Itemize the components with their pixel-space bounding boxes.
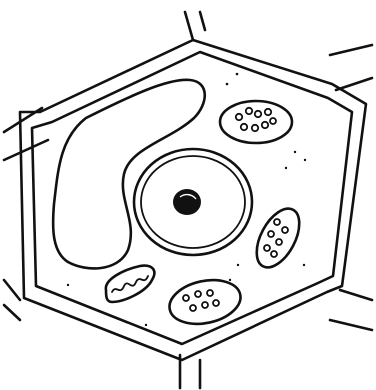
chloroplast: [220, 101, 292, 143]
mitochondrion: [106, 266, 155, 302]
nucleus: [134, 149, 252, 255]
nucleolus: [173, 189, 201, 215]
chloroplast: [248, 202, 308, 274]
central-vacuole: [53, 80, 205, 269]
